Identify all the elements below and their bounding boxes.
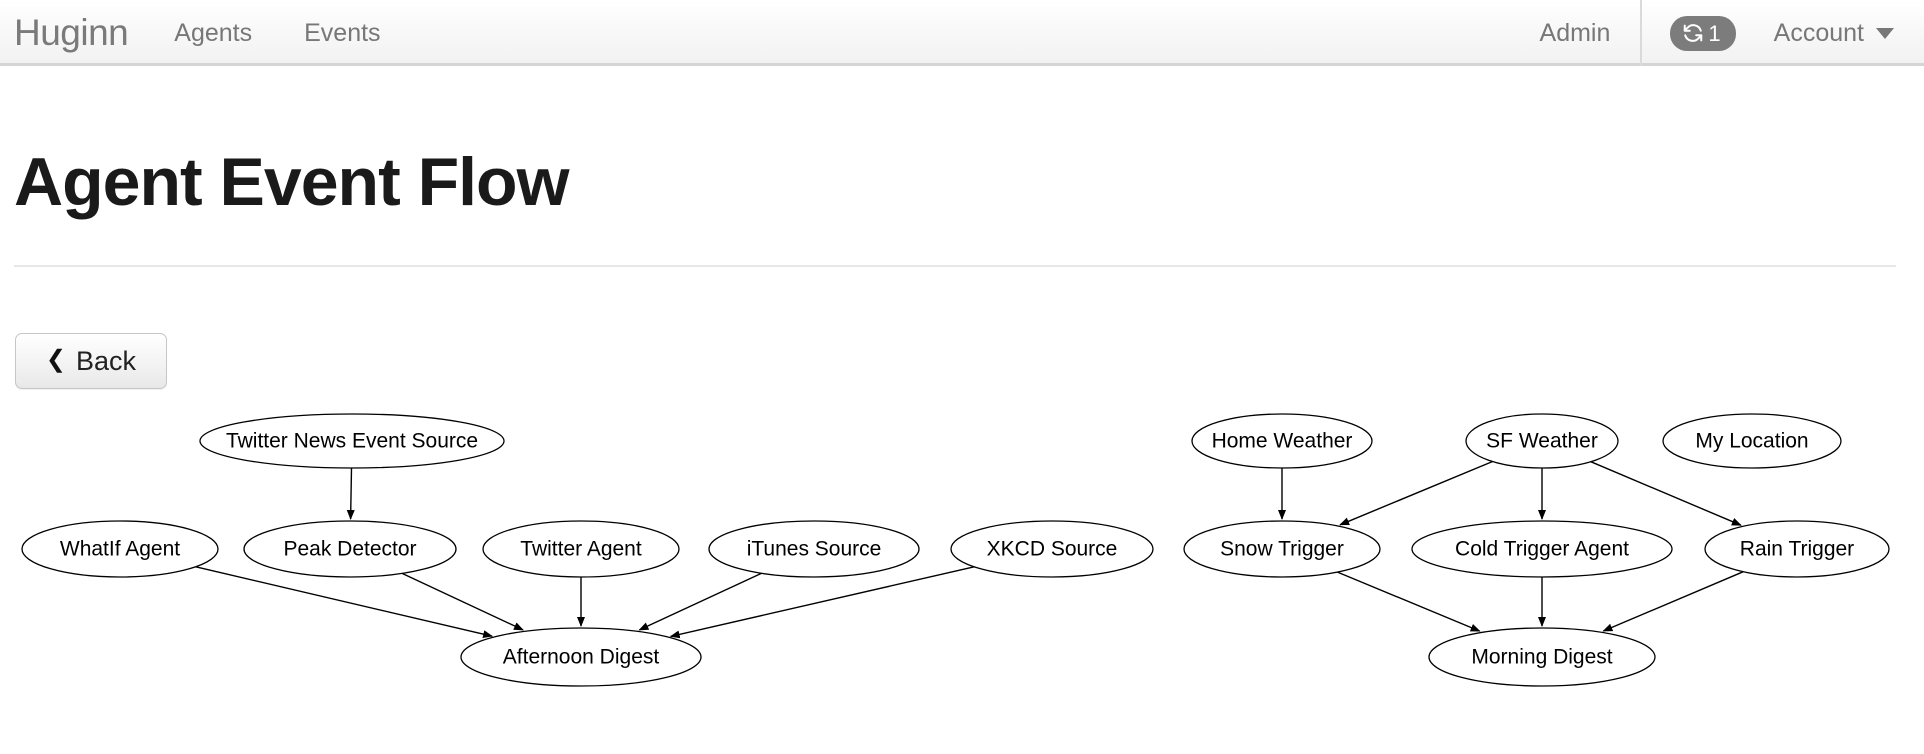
graph-node-itunes_source[interactable]: iTunes Source: [708, 520, 920, 578]
graph-node-peak_detector[interactable]: Peak Detector: [243, 520, 457, 578]
back-button[interactable]: ❮ Back: [15, 333, 167, 389]
node-ellipse-snow_trigger[interactable]: [1183, 520, 1381, 578]
brand-logo-huginn[interactable]: Huginn: [14, 12, 129, 53]
graph-node-home_weather[interactable]: Home Weather: [1191, 413, 1373, 469]
nav-link-agents[interactable]: Agents: [174, 19, 253, 47]
graph-edge-xkcd_source-to-afternoon_digest: [669, 566, 975, 639]
graph-edge-twitter_news_event_source-to-peak_detector: [346, 467, 355, 520]
node-ellipse-whatif_agent[interactable]: [21, 520, 219, 578]
navbar-right-group: Admin 1 Account: [1510, 0, 1924, 66]
graph-node-cold_trigger_agent[interactable]: Cold Trigger Agent: [1411, 520, 1673, 578]
graph-node-morning_digest[interactable]: Morning Digest: [1428, 627, 1656, 687]
graph-nodes-layer: Twitter News Event Source Home Weather SF …: [21, 413, 1890, 687]
back-button-label: Back: [76, 345, 137, 376]
chevron-left-icon: ❮: [45, 346, 67, 373]
node-ellipse-sf_weather[interactable]: [1465, 413, 1619, 469]
graph-node-snow_trigger[interactable]: Snow Trigger: [1183, 520, 1381, 578]
account-label: Account: [1773, 18, 1864, 47]
node-ellipse-xkcd_source[interactable]: [950, 520, 1154, 578]
graph-node-whatif_agent[interactable]: WhatIf Agent: [21, 520, 219, 578]
node-ellipse-itunes_source[interactable]: [708, 520, 920, 578]
page-title: Agent Event Flow: [14, 144, 569, 220]
node-label-sf_weather: SF Weather: [1486, 430, 1598, 453]
node-label-peak_detector: Peak Detector: [283, 538, 416, 561]
graph-edge-snow_trigger-to-morning_digest: [1337, 571, 1481, 632]
node-ellipse-home_weather[interactable]: [1191, 413, 1373, 469]
node-label-afternoon_digest: Afternoon Digest: [503, 646, 660, 669]
node-ellipse-afternoon_digest[interactable]: [460, 627, 702, 687]
node-label-xkcd_source: XKCD Source: [987, 538, 1118, 561]
navbar-left-group: Huginn Agents Events: [0, 0, 407, 66]
node-ellipse-rain_trigger[interactable]: [1704, 520, 1890, 578]
agent-event-flow-graph[interactable]: Twitter News Event Source Home Weather SF …: [0, 400, 1924, 754]
sync-icon: [1682, 22, 1704, 44]
worker-status-badge[interactable]: 1: [1670, 15, 1736, 51]
page-container: Agent Event Flow ❮ Back Twitter News Eve…: [0, 66, 1924, 754]
node-label-whatif_agent: WhatIf Agent: [60, 538, 180, 561]
node-label-snow_trigger: Snow Trigger: [1220, 538, 1344, 561]
graph-edge-peak_detector-to-afternoon_digest: [401, 572, 524, 631]
flow-diagram-svg: Twitter News Event Source Home Weather SF …: [21, 413, 1890, 687]
nav-link-events[interactable]: Events: [304, 19, 381, 47]
navbar-divider: [1640, 0, 1643, 66]
nav-dropdown-account[interactable]: Account: [1764, 0, 1924, 66]
worker-count-label: 1: [1708, 20, 1721, 46]
node-label-cold_trigger_agent: Cold Trigger Agent: [1455, 538, 1629, 561]
node-label-morning_digest: Morning Digest: [1471, 646, 1612, 669]
graph-node-twitter_news_event_source[interactable]: Twitter News Event Source: [199, 413, 505, 469]
nav-link-admin[interactable]: Admin: [1539, 19, 1611, 47]
caret-down-icon: [1876, 27, 1894, 39]
node-label-my_location: My Location: [1695, 430, 1808, 453]
graph-node-my_location[interactable]: My Location: [1662, 413, 1842, 469]
node-ellipse-my_location[interactable]: [1662, 413, 1842, 469]
node-ellipse-morning_digest[interactable]: [1428, 627, 1656, 687]
node-label-home_weather: Home Weather: [1212, 430, 1353, 453]
graph-edge-whatif_agent-to-afternoon_digest: [195, 566, 494, 639]
graph-node-rain_trigger[interactable]: Rain Trigger: [1704, 520, 1890, 578]
node-label-itunes_source: iTunes Source: [747, 538, 882, 561]
node-ellipse-peak_detector[interactable]: [243, 520, 457, 578]
node-label-twitter_news_event_source: Twitter News Event Source: [226, 430, 478, 453]
graph-node-sf_weather[interactable]: SF Weather: [1465, 413, 1619, 469]
graph-edge-sf_weather-to-rain_trigger: [1590, 461, 1742, 526]
node-label-rain_trigger: Rain Trigger: [1740, 538, 1854, 561]
graph-node-twitter_agent[interactable]: Twitter Agent: [482, 520, 680, 578]
navbar-spacer: [407, 0, 1510, 63]
graph-node-afternoon_digest[interactable]: Afternoon Digest: [460, 627, 702, 687]
graph-edge-itunes_source-to-afternoon_digest: [638, 572, 762, 631]
graph-edge-rain_trigger-to-morning_digest: [1602, 571, 1744, 632]
graph-edge-sf_weather-to-snow_trigger: [1339, 460, 1493, 526]
graph-node-xkcd_source[interactable]: XKCD Source: [950, 520, 1154, 578]
title-divider-rule: [14, 265, 1896, 267]
node-label-twitter_agent: Twitter Agent: [520, 538, 642, 561]
worker-status-wrapper[interactable]: 1: [1642, 0, 1763, 66]
node-ellipse-twitter_agent[interactable]: [482, 520, 680, 578]
graph-edges-layer: [195, 460, 1744, 639]
node-ellipse-twitter_news_event_source[interactable]: [199, 413, 505, 469]
node-ellipse-cold_trigger_agent[interactable]: [1411, 520, 1673, 578]
top-navbar: Huginn Agents Events Admin 1 Account: [0, 0, 1924, 66]
